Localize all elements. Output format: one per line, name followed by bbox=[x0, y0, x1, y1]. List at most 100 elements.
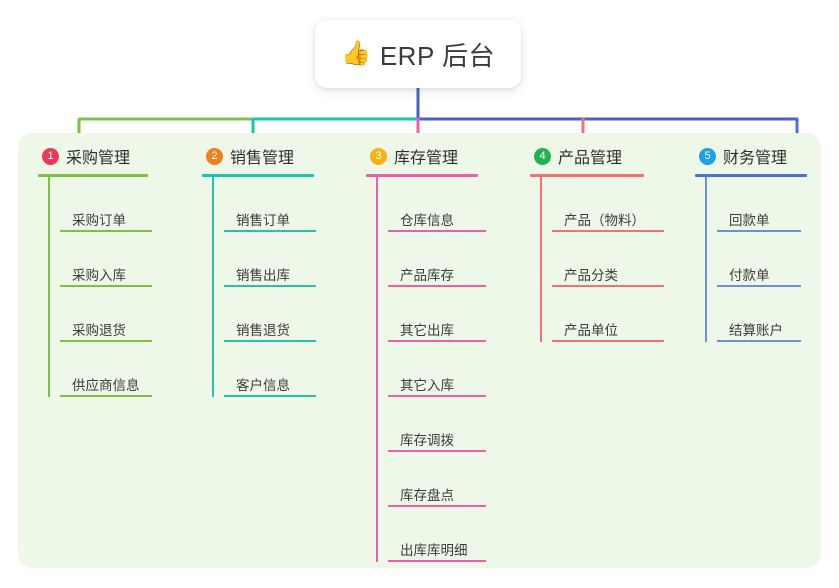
branch-children: 采购订单采购入库采购退货供应商信息 bbox=[38, 177, 152, 397]
branch-item[interactable]: 供应商信息 bbox=[50, 342, 152, 397]
branch-item-underline bbox=[60, 395, 152, 397]
branch-item[interactable]: 仓库信息 bbox=[378, 177, 486, 232]
branch-header-1[interactable]: 1 采购管理 bbox=[38, 143, 148, 169]
branch-spine bbox=[212, 177, 214, 397]
branch-item[interactable]: 产品库存 bbox=[378, 232, 486, 287]
branch-item-label: 出库库明细 bbox=[400, 542, 468, 558]
branch-column-2: 2 销售管理销售订单销售出库销售退货客户信息 bbox=[202, 143, 316, 397]
branch-title-label: 财务管理 bbox=[723, 150, 788, 167]
branch-item[interactable]: 其它出库 bbox=[378, 287, 486, 342]
branch-item[interactable]: 产品单位 bbox=[542, 287, 664, 342]
branch-item[interactable]: 采购入库 bbox=[50, 232, 152, 287]
branch-column-1: 1 采购管理采购订单采购入库采购退货供应商信息 bbox=[38, 143, 152, 397]
branch-item[interactable]: 回款单 bbox=[707, 177, 807, 232]
branch-item[interactable]: 采购退货 bbox=[50, 287, 152, 342]
branch-header-2[interactable]: 2 销售管理 bbox=[202, 143, 314, 169]
root-node-content: 👍 ERP 后台 bbox=[341, 36, 495, 73]
branch-item-label: 回款单 bbox=[729, 212, 770, 228]
branch-item[interactable]: 出库库明细 bbox=[378, 507, 486, 562]
branch-item-underline bbox=[388, 285, 486, 287]
branch-item-label: 销售订单 bbox=[236, 212, 290, 228]
branch-item-label: 产品分类 bbox=[564, 267, 618, 283]
branch-item-underline bbox=[388, 340, 486, 342]
branch-item[interactable]: 产品（物料） bbox=[542, 177, 664, 232]
branch-number-badge: 1 bbox=[42, 147, 59, 165]
branch-item-underline bbox=[717, 340, 801, 342]
branch-item[interactable]: 销售退货 bbox=[214, 287, 316, 342]
branch-item-underline bbox=[388, 395, 486, 397]
branch-spine bbox=[48, 177, 50, 397]
branch-item-underline bbox=[224, 340, 316, 342]
branch-header-underline bbox=[530, 174, 644, 177]
branch-item-label: 库存盘点 bbox=[400, 487, 454, 503]
branch-item[interactable]: 付款单 bbox=[707, 232, 807, 287]
branch-item-underline bbox=[388, 560, 486, 562]
root-node-card[interactable]: 👍 ERP 后台 bbox=[315, 20, 521, 88]
branch-item-underline bbox=[717, 230, 801, 232]
branch-number-badge: 5 bbox=[699, 147, 716, 165]
branch-item-underline bbox=[552, 285, 664, 287]
branch-number-badge: 3 bbox=[370, 147, 387, 165]
branch-item[interactable]: 结算账户 bbox=[707, 287, 807, 342]
branch-item-label: 采购订单 bbox=[72, 212, 126, 228]
branch-item[interactable]: 客户信息 bbox=[214, 342, 316, 397]
branch-item-label: 产品（物料） bbox=[564, 212, 645, 228]
branch-item-underline bbox=[224, 230, 316, 232]
branch-title-label: 采购管理 bbox=[66, 150, 131, 167]
branch-header-underline bbox=[695, 174, 807, 177]
branch-header-3[interactable]: 3 库存管理 bbox=[366, 143, 478, 169]
branch-item[interactable]: 销售出库 bbox=[214, 232, 316, 287]
branch-item-underline bbox=[552, 230, 664, 232]
branch-item-underline bbox=[60, 230, 152, 232]
branch-item-label: 产品库存 bbox=[400, 267, 454, 283]
branch-children: 仓库信息产品库存其它出库其它入库库存调拨库存盘点出库库明细 bbox=[366, 177, 486, 562]
branch-title-label: 库存管理 bbox=[394, 150, 459, 167]
branch-header-underline bbox=[202, 174, 314, 177]
branch-item-label: 其它出库 bbox=[400, 322, 454, 338]
branch-children: 销售订单销售出库销售退货客户信息 bbox=[202, 177, 316, 397]
branch-children: 回款单付款单结算账户 bbox=[695, 177, 807, 342]
branch-children: 产品（物料） 产品分类产品单位 bbox=[530, 177, 664, 342]
branch-column-5: 5 财务管理回款单付款单结算账户 bbox=[695, 143, 807, 342]
branch-item-label: 产品单位 bbox=[564, 322, 618, 338]
branch-item-label: 销售退货 bbox=[236, 322, 290, 338]
branch-item-underline bbox=[388, 450, 486, 452]
branch-item-underline bbox=[224, 395, 316, 397]
branch-column-3: 3 库存管理仓库信息产品库存其它出库其它入库库存调拨库存盘点出库库明细 bbox=[366, 143, 486, 562]
branch-column-4: 4 产品管理产品（物料） 产品分类产品单位 bbox=[530, 143, 664, 342]
branch-title-label: 销售管理 bbox=[230, 150, 295, 167]
branch-item-label: 采购退货 bbox=[72, 322, 126, 338]
branch-header-5[interactable]: 5 财务管理 bbox=[695, 143, 807, 169]
branch-item-underline bbox=[60, 340, 152, 342]
branch-item-label: 采购入库 bbox=[72, 267, 126, 283]
branch-item[interactable]: 采购订单 bbox=[50, 177, 152, 232]
branch-item-underline bbox=[552, 340, 664, 342]
branch-item-label: 付款单 bbox=[729, 267, 770, 283]
branch-item-underline bbox=[388, 230, 486, 232]
branch-item-label: 结算账户 bbox=[729, 322, 783, 338]
branch-item-label: 库存调拨 bbox=[400, 432, 454, 448]
branch-number-badge: 2 bbox=[206, 147, 223, 165]
branch-header-4[interactable]: 4 产品管理 bbox=[530, 143, 645, 169]
branch-spine bbox=[705, 177, 707, 342]
branch-item[interactable]: 库存调拨 bbox=[378, 397, 486, 452]
branch-item-label: 仓库信息 bbox=[400, 212, 454, 228]
branch-title-label: 产品管理 bbox=[558, 150, 623, 167]
branch-item-label: 供应商信息 bbox=[72, 377, 140, 393]
branch-header-underline bbox=[366, 174, 478, 177]
branch-item-underline bbox=[60, 285, 152, 287]
branch-item[interactable]: 产品分类 bbox=[542, 232, 664, 287]
branch-header-underline bbox=[38, 174, 148, 177]
branch-item[interactable]: 其它入库 bbox=[378, 342, 486, 397]
branch-item-label: 其它入库 bbox=[400, 377, 454, 393]
branch-item-underline bbox=[224, 285, 316, 287]
branch-item-label: 销售出库 bbox=[236, 267, 290, 283]
branch-number-badge: 4 bbox=[534, 147, 551, 165]
branch-item[interactable]: 销售订单 bbox=[214, 177, 316, 232]
thumbs-up-icon: 👍 bbox=[340, 40, 371, 67]
branch-panel bbox=[18, 133, 821, 568]
branch-item[interactable]: 库存盘点 bbox=[378, 452, 486, 507]
branch-item-label: 客户信息 bbox=[236, 377, 290, 393]
branch-item-underline bbox=[388, 505, 486, 507]
branch-item-underline bbox=[717, 285, 801, 287]
